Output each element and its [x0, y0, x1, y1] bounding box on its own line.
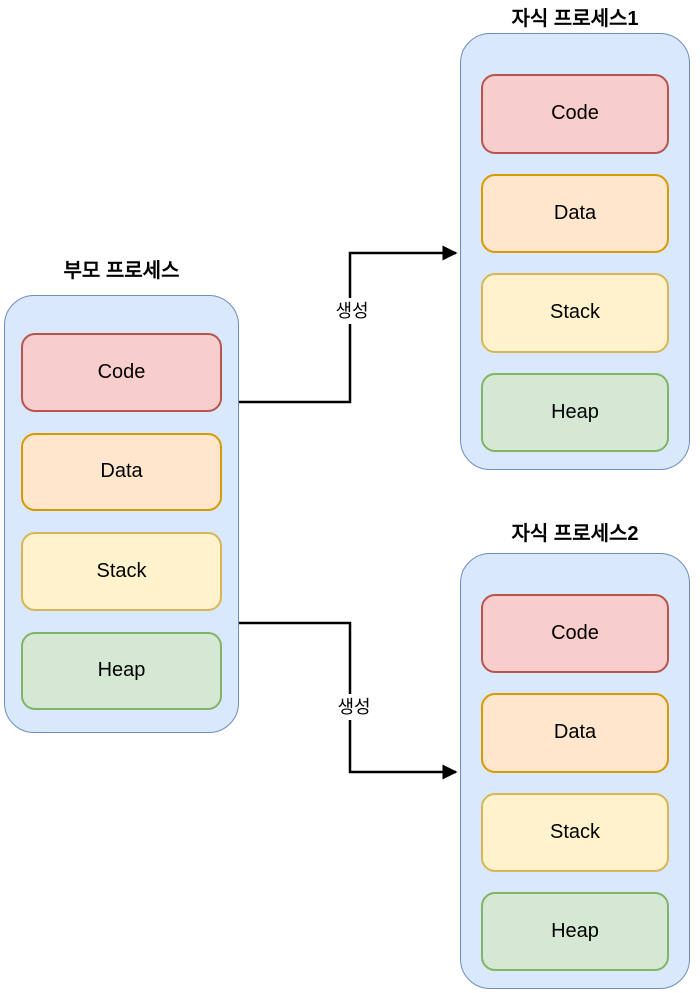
child1-code-block: Code	[481, 74, 669, 154]
child-process-2-container: Code Data Stack Heap	[460, 553, 690, 989]
parent-process-container: Code Data Stack Heap	[4, 295, 239, 733]
block-label: Heap	[551, 919, 599, 942]
block-label: Data	[100, 460, 143, 483]
child2-code-block: Code	[481, 594, 669, 674]
parent-data-block: Data	[21, 432, 222, 511]
parent-process-title: 부모 프로세스	[63, 260, 180, 282]
block-label: Heap	[97, 659, 146, 682]
edge-label-create-1: 생성	[322, 298, 382, 324]
parent-stack-block: Stack	[21, 532, 222, 611]
child1-data-block: Data	[481, 173, 669, 253]
edge-parent-to-child1	[239, 245, 458, 404]
block-label: Data	[553, 201, 597, 224]
child1-heap-block: Heap	[481, 372, 669, 452]
block-label: Stack	[549, 820, 601, 843]
block-label: Stack	[96, 559, 147, 582]
block-label: Stack	[549, 301, 601, 324]
parent-heap-block: Heap	[21, 631, 222, 710]
child-process-2-title: 자식 프로세스2	[511, 523, 639, 545]
child-process-1-container: Code Data Stack Heap	[460, 33, 690, 470]
edge-label-create-2: 생성	[324, 694, 384, 720]
block-label: Data	[553, 721, 597, 744]
block-label: Heap	[551, 400, 599, 423]
parent-code-block: Code	[21, 333, 222, 412]
child2-data-block: Data	[481, 693, 669, 773]
child2-stack-block: Stack	[481, 792, 669, 872]
block-label: Code	[551, 102, 599, 125]
child-process-1-title: 자식 프로세스1	[511, 8, 639, 30]
child2-heap-block: Heap	[481, 891, 669, 971]
block-label: Code	[97, 360, 146, 383]
child1-stack-block: Stack	[481, 273, 669, 353]
block-label: Code	[551, 622, 599, 645]
